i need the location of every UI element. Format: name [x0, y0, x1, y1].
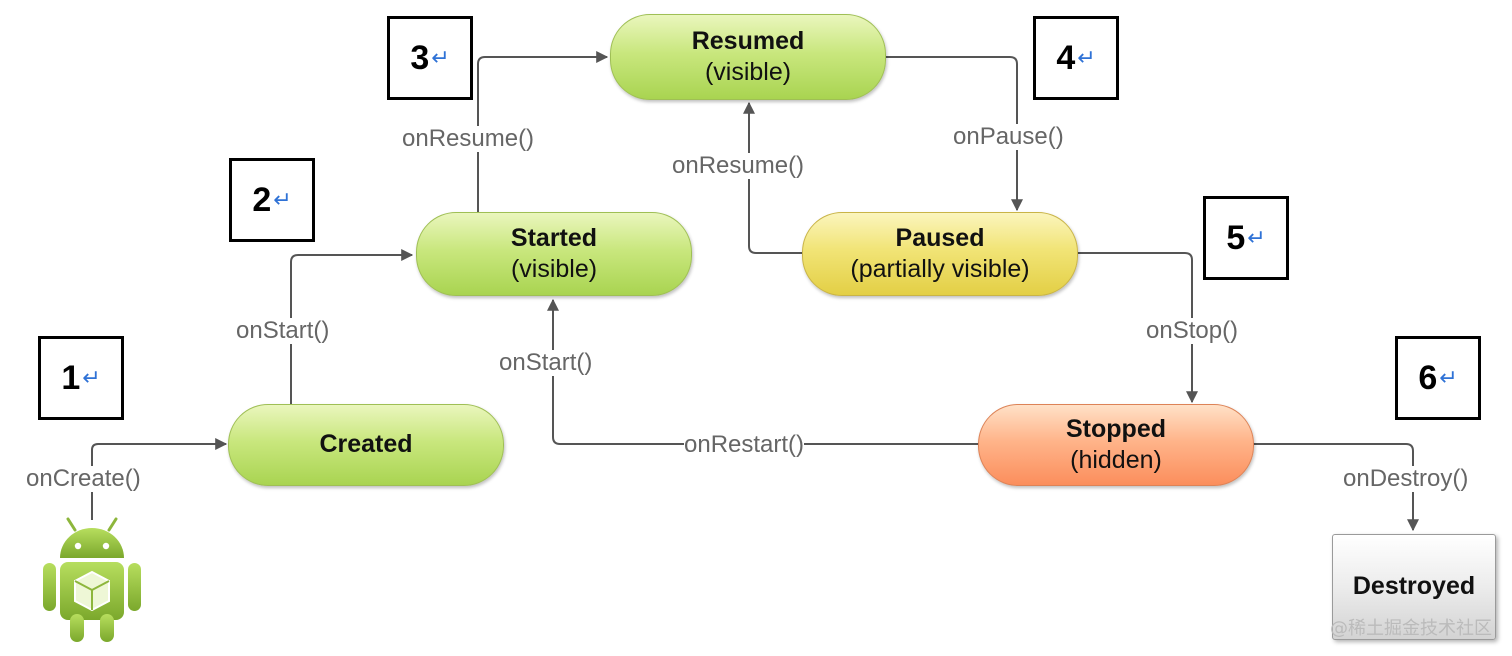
callout-6: 6↵: [1395, 336, 1481, 420]
label-onstart-back: onStart(): [499, 349, 593, 376]
state-started-title: Started: [510, 223, 598, 252]
callout-4: 4↵: [1033, 16, 1119, 100]
callout-5-mark: ↵: [1247, 225, 1266, 250]
label-onresume: onResume(): [402, 125, 535, 152]
callout-2: 2↵: [229, 158, 315, 242]
state-started: Started (visible): [416, 212, 692, 296]
label-onpause: onPause(): [953, 123, 1064, 150]
callout-4-number: 4: [1056, 38, 1076, 77]
callout-4-mark: ↵: [1077, 45, 1096, 70]
edge-onrestart: [547, 298, 980, 445]
state-created: Created: [228, 404, 504, 486]
state-paused-subtitle: (partially visible): [850, 255, 1030, 283]
state-resumed: Resumed (visible): [610, 14, 886, 100]
callout-2-number: 2: [252, 180, 272, 219]
callout-5: 5↵: [1203, 196, 1289, 280]
state-destroyed-title: Destroyed: [1352, 572, 1476, 601]
callout-1-number: 1: [61, 358, 81, 397]
state-paused-title: Paused: [895, 223, 985, 252]
callout-3: 3↵: [387, 16, 473, 100]
edge-onpause: [884, 56, 1023, 212]
edge-ondestroy: [1253, 443, 1419, 532]
state-paused: Paused (partially visible): [802, 212, 1078, 296]
callout-6-number: 6: [1418, 358, 1438, 397]
label-onstart: onStart(): [236, 317, 330, 344]
callout-3-mark: ↵: [431, 45, 450, 70]
label-onstop: onStop(): [1146, 317, 1239, 344]
label-onrestart: onRestart(): [684, 431, 805, 458]
edge-onresume: [477, 51, 609, 212]
android-robot-icon: [43, 517, 141, 642]
edge-onstart: [290, 249, 414, 405]
state-stopped: Stopped (hidden): [978, 404, 1254, 486]
callout-3-number: 3: [410, 38, 430, 77]
state-resumed-subtitle: (visible): [704, 58, 792, 86]
state-stopped-subtitle: (hidden): [1070, 446, 1162, 474]
callout-5-number: 5: [1226, 218, 1246, 257]
edge-onresume-back: [743, 101, 805, 254]
edge-onstop: [1077, 252, 1198, 404]
callout-1-mark: ↵: [82, 365, 101, 390]
state-created-title: Created: [319, 430, 413, 459]
callout-6-mark: ↵: [1439, 365, 1458, 390]
state-destroyed: Destroyed: [1332, 534, 1496, 640]
watermark: @稀土掘金技术社区: [1330, 618, 1492, 639]
state-resumed-title: Resumed: [691, 26, 805, 55]
state-started-subtitle: (visible): [510, 255, 598, 283]
state-stopped-title: Stopped: [1066, 414, 1166, 443]
label-onresume-back: onResume(): [672, 152, 805, 179]
label-ondestroy: onDestroy(): [1343, 465, 1469, 492]
label-oncreate: onCreate(): [26, 465, 141, 492]
callout-2-mark: ↵: [273, 187, 292, 212]
callout-1: 1↵: [38, 336, 124, 420]
edge-oncreate: [91, 438, 228, 520]
